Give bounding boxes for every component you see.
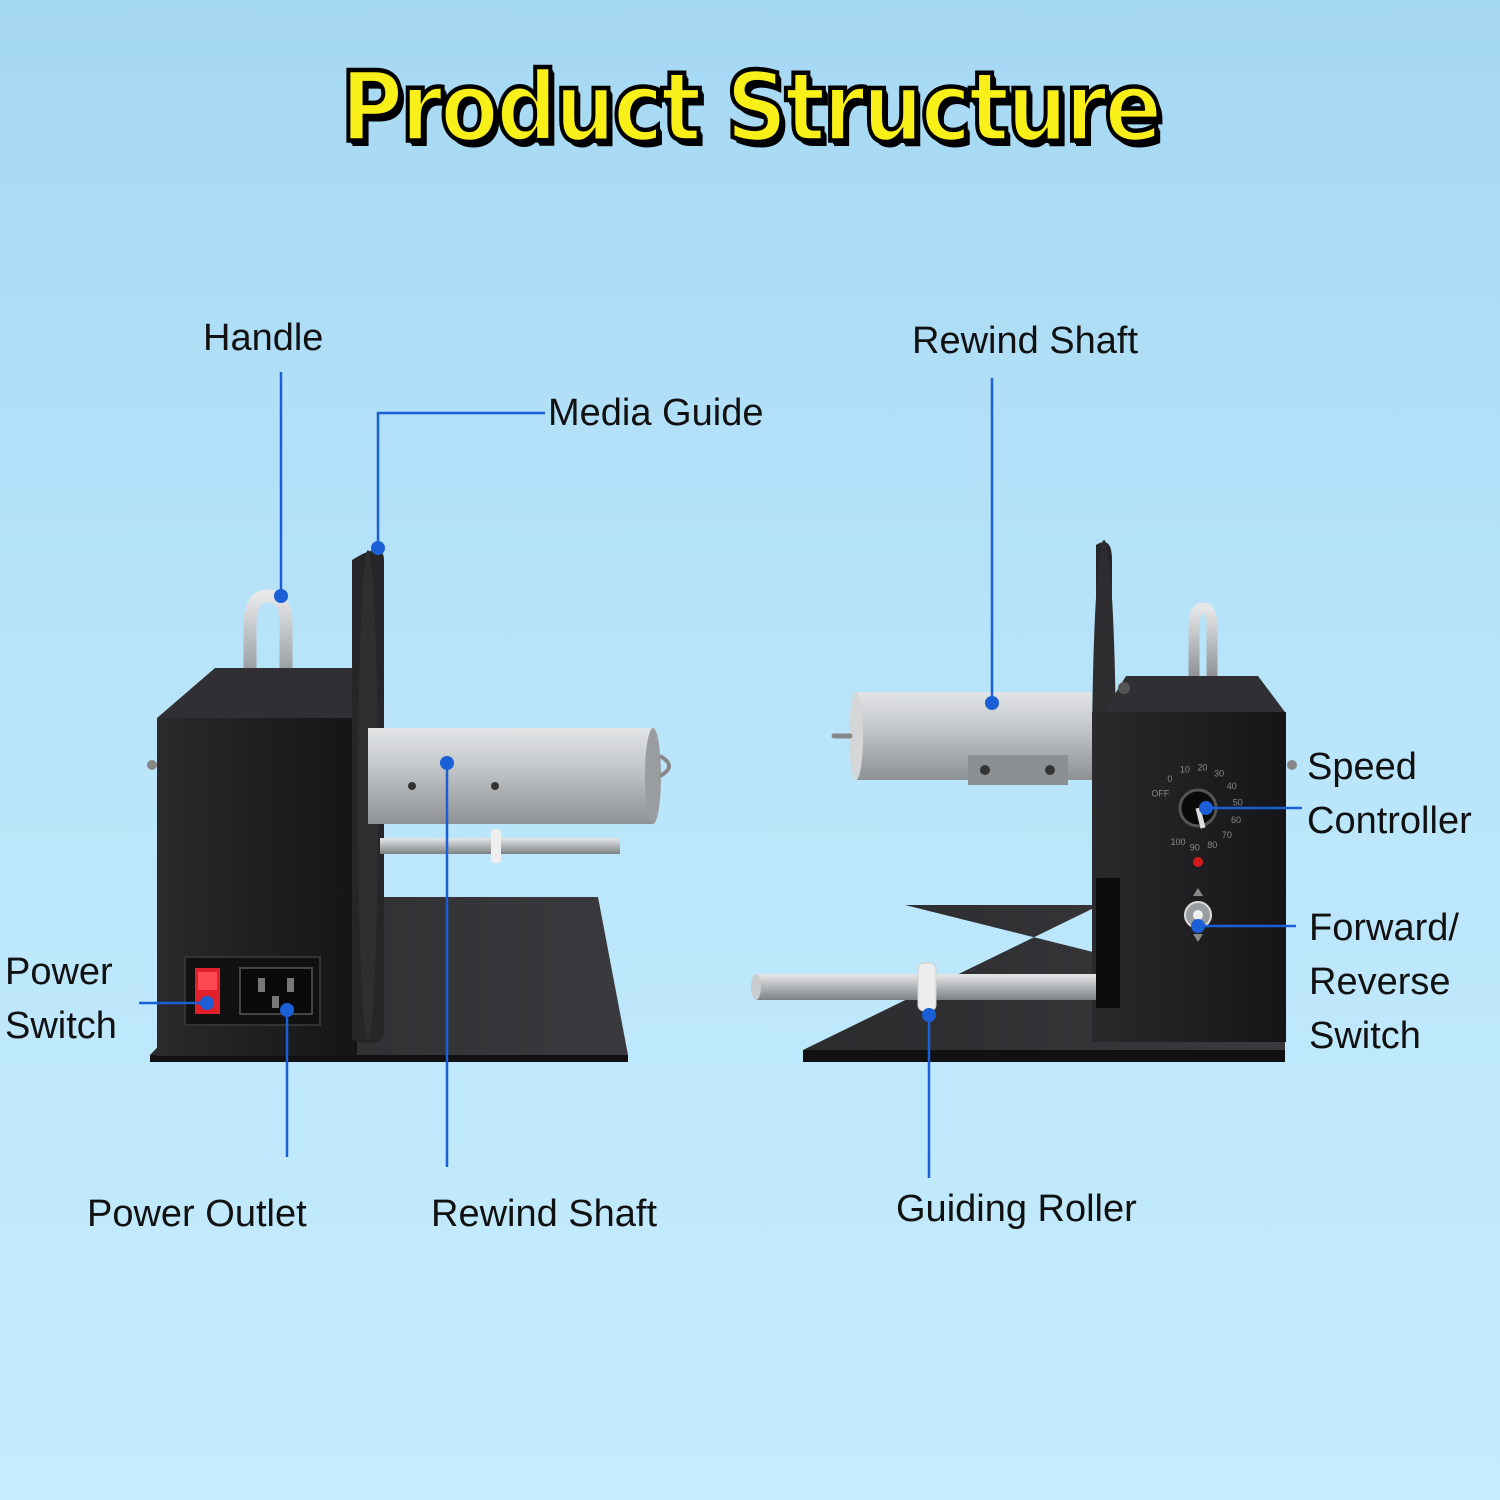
speed-dial-tick-label: 20 — [1197, 763, 1207, 773]
speed-dial-tick-label: 90 — [1190, 842, 1200, 852]
speed-dial-tick-label: 70 — [1222, 830, 1232, 840]
label-media-guide: Media Guide — [548, 392, 764, 434]
right-body-top — [1104, 676, 1285, 712]
speed-dial-tick-label: 80 — [1207, 840, 1217, 850]
speed-dial-tick-label: 100 — [1170, 837, 1185, 847]
callout-lines — [139, 372, 1302, 1178]
label-handle: Handle — [203, 317, 324, 359]
label-power-outlet: Power Outlet — [87, 1193, 307, 1235]
left-machine — [147, 550, 671, 1062]
label-rewind-shaft-right: Rewind Shaft — [912, 320, 1139, 362]
speed-dial-tick-label: 40 — [1227, 781, 1237, 791]
left-body-top — [157, 668, 355, 718]
right-body — [1092, 712, 1286, 1042]
speed-dial-tick-label: 0 — [1167, 774, 1172, 784]
label-guiding-roller: Guiding Roller — [896, 1188, 1137, 1230]
label-forward-reverse-switch: Forward/ Reverse Switch — [1309, 907, 1459, 1057]
left-rewind-shaft — [368, 728, 653, 824]
speed-dial-tick-label: OFF — [1151, 789, 1169, 799]
left-handle — [243, 589, 293, 707]
page-title: Product Structure — [338, 50, 1164, 166]
forward-reverse-toggle — [1184, 888, 1212, 942]
speed-dial-tick-label: 30 — [1214, 768, 1224, 778]
right-handle — [1188, 602, 1218, 696]
callout-line-media-guide — [376, 411, 545, 548]
speed-dial-tick-label: 10 — [1180, 765, 1190, 775]
label-power-switch: Power Switch — [5, 951, 117, 1047]
callout-dots — [200, 541, 1213, 1022]
label-rewind-shaft-left: Rewind Shaft — [431, 1193, 658, 1235]
indicator-led — [1193, 857, 1203, 867]
speed-dial-tick-label: 50 — [1233, 797, 1243, 807]
label-speed-controller: Speed Controller — [1307, 746, 1472, 842]
speed-dial-tick-label: 60 — [1231, 815, 1241, 825]
